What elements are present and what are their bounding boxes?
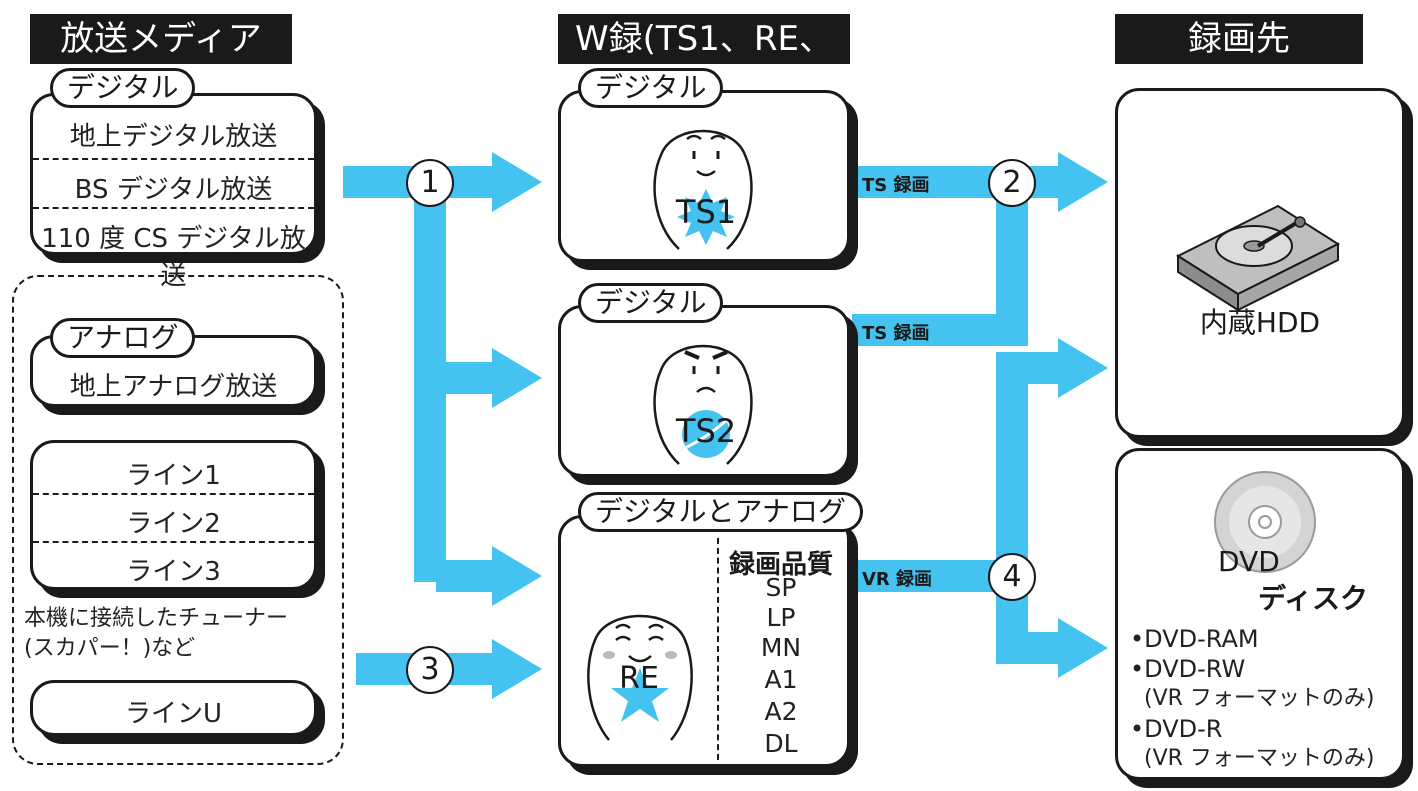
hdd-icon — [1175, 204, 1341, 312]
arrow-4-up-head — [1058, 338, 1108, 398]
arrow-3-head — [492, 639, 542, 699]
ts2-badge-icon — [682, 410, 730, 458]
hdd-label: 内蔵HDD — [1199, 306, 1321, 339]
arrow-re-head — [492, 546, 542, 606]
tag-analog: アナログ — [50, 318, 196, 358]
quality-a2: A2 — [764, 697, 798, 726]
header-destination: 録画先 — [1115, 14, 1363, 64]
quality-title: 録画品質 — [728, 550, 833, 580]
media-bs-digital: BS デジタル放送 — [74, 175, 273, 205]
right-cheek — [665, 651, 677, 659]
step-circle-4: 4 — [988, 553, 1036, 601]
dvd-label: DVD — [1218, 545, 1280, 578]
route-label-ts1: TS 録画 — [862, 175, 930, 196]
line-input-1: ライン1 — [126, 461, 221, 491]
media-terrestrial-analog: 地上アナログ放送 — [69, 372, 278, 402]
recorder-ts1-name: TS1 — [675, 193, 737, 231]
arrow-4-trunk — [996, 362, 1028, 664]
ts1-face-illustration — [653, 129, 753, 250]
tag-digital: デジタル — [50, 68, 196, 108]
step-circle-2: 2 — [988, 159, 1036, 207]
arrow-hdd-head — [1058, 152, 1108, 212]
quality-sp: SP — [765, 573, 797, 602]
arrow-4-down-head — [1058, 618, 1108, 678]
arrow-4-down-shaft — [996, 632, 1060, 664]
arrow-ts2-out-shaft — [852, 314, 1028, 346]
quality-mn: MN — [760, 633, 802, 662]
header-media: 放送メディア — [30, 14, 292, 64]
step-circle-1: 1 — [406, 159, 454, 207]
format-dvd-r-note: (VR フォーマットのみ) — [1144, 746, 1375, 771]
hdd-destination-box: 内蔵HDD — [1115, 88, 1405, 438]
dvd-ram-item: •DVD-RAM — [1130, 625, 1259, 653]
analog-group-dashed-border — [12, 275, 344, 765]
quality-divider — [717, 538, 719, 760]
digital-media-box: 地上デジタル放送 BS デジタル放送 110 度 CS デジタル放送 — [30, 93, 317, 291]
arrow-group — [343, 152, 1108, 699]
dvd-disc-icon — [1214, 471, 1316, 573]
dvd-r-item: •DVD-R — [1130, 715, 1223, 743]
disc-label: ディスク — [1258, 582, 1369, 615]
line-input-u: ラインU — [124, 699, 223, 729]
arrow-4-up-shaft — [996, 352, 1060, 384]
divider — [33, 493, 314, 495]
format-dvd-r: DVD-R — [1144, 715, 1223, 743]
dvd-rw-item: •DVD-RW — [1130, 655, 1246, 683]
arrow-re-shaft — [436, 560, 492, 592]
recorder-ts2-box: TS2 — [558, 305, 850, 477]
arrow-ts2-shaft — [436, 362, 492, 394]
quality-lp: LP — [766, 603, 796, 632]
tuner-note-line1: 本機に接続したチューナー — [24, 606, 289, 631]
format-dvd-rw-note: (VR フォーマットのみ) — [1144, 686, 1375, 711]
divider — [33, 158, 314, 160]
arrow-ts2-head — [492, 348, 542, 408]
format-dvd-ram: DVD-RAM — [1144, 625, 1259, 653]
media-terrestrial-digital: 地上デジタル放送 — [69, 122, 278, 152]
dvd-destination-box: DVD ディスク •DVD-RAM •DVD-RW (VR フォーマットのみ) … — [1115, 448, 1405, 780]
line-input-3: ライン3 — [126, 557, 221, 587]
recorder-re-box: RE 録画品質 SP LP MN A1 A2 DL — [558, 515, 850, 767]
divider — [33, 541, 314, 543]
route-label-ts2: TS 録画 — [862, 323, 930, 344]
line-input-2: ライン2 — [126, 509, 221, 539]
re-face-illustration — [587, 614, 693, 741]
ts2-face-illustration — [653, 344, 753, 465]
tag-ts1-digital: デジタル — [578, 68, 724, 108]
arrow-ts1-head — [492, 152, 542, 212]
quality-dl: DL — [764, 729, 798, 758]
route-label-vr: VR 録画 — [862, 569, 933, 590]
step-circle-3: 3 — [406, 646, 454, 694]
ts1-starburst-icon — [677, 189, 735, 245]
tag-re-digital-analog: デジタルとアナログ — [578, 492, 863, 532]
recorder-re-name: RE — [619, 661, 659, 696]
recorder-ts2-name: TS2 — [675, 412, 737, 450]
line-inputs-box: ライン1 ライン2 ライン3 — [30, 440, 317, 590]
tuner-note-line2: (スカパー！)など — [24, 636, 196, 661]
quality-a1: A1 — [764, 665, 798, 694]
left-cheek — [603, 651, 615, 659]
recorder-ts1-box: TS1 — [558, 90, 850, 262]
format-dvd-rw: DVD-RW — [1144, 655, 1246, 683]
line-u-box: ラインU — [30, 680, 317, 736]
tag-ts2-digital: デジタル — [578, 283, 724, 323]
re-star-icon — [611, 668, 669, 722]
divider — [33, 207, 314, 209]
